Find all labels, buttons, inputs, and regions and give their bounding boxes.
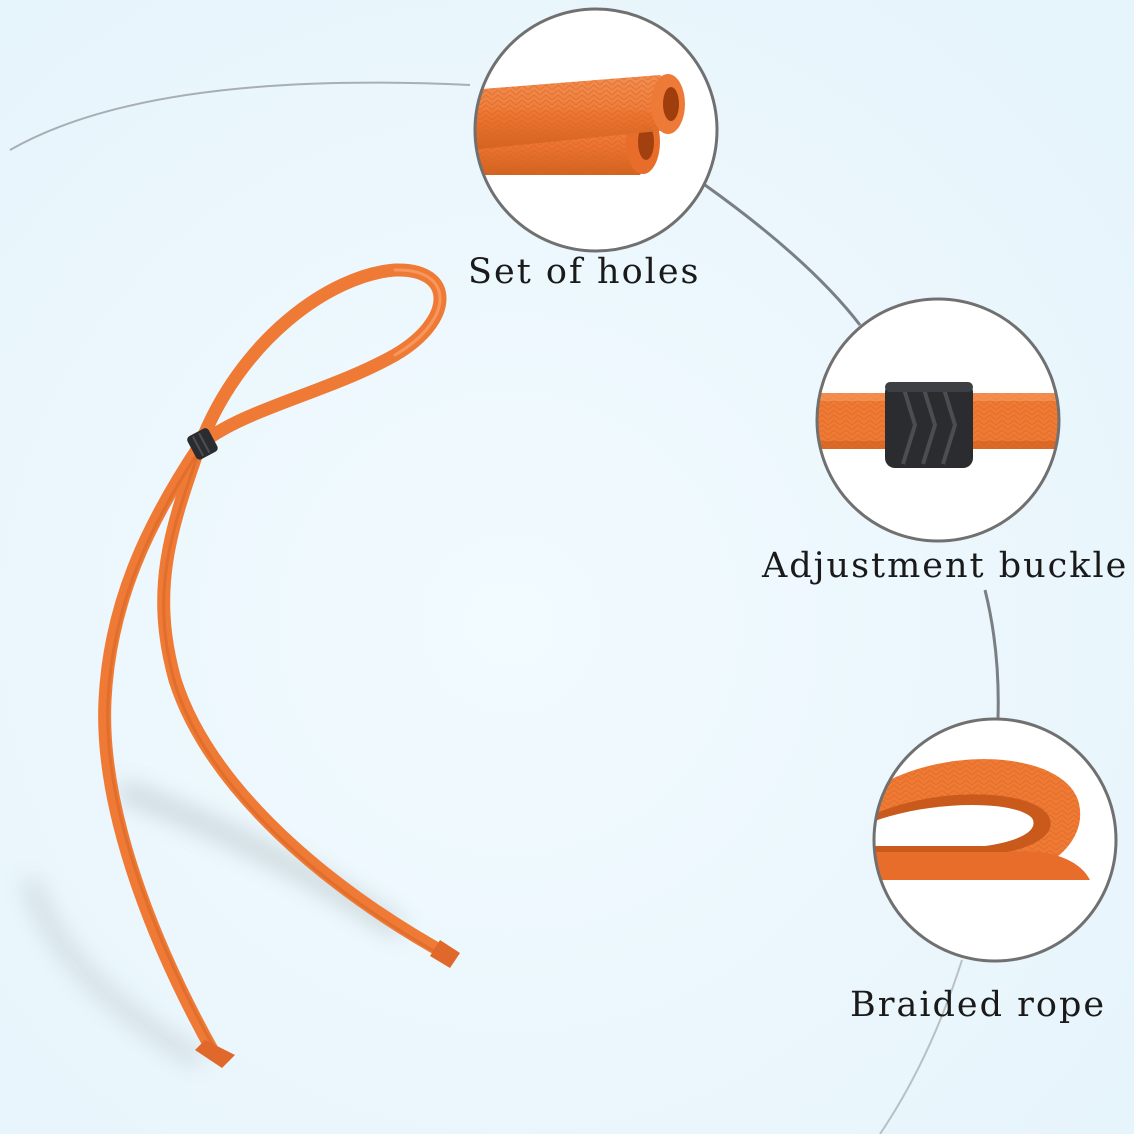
feature-label-adjustment-buckle: Adjustment buckle xyxy=(762,546,1129,586)
feature-label-set-of-holes: Set of holes xyxy=(468,252,701,292)
connector-arc-1 xyxy=(704,183,862,326)
buckle-icon xyxy=(885,382,973,468)
detail-ring xyxy=(872,717,1118,963)
cord-tip-right xyxy=(430,940,460,968)
detail-adjustment-buckle xyxy=(815,297,1061,543)
connector-arc-end xyxy=(879,959,963,1134)
feature-label-braided-rope: Braided rope xyxy=(850,985,1107,1025)
connector-arc-start xyxy=(9,81,471,151)
eyeglass-cord xyxy=(98,263,455,1062)
detail-braided-rope xyxy=(872,717,1118,963)
cord-tip-left xyxy=(195,1040,235,1068)
detail-set-of-holes xyxy=(473,7,719,253)
cord-buckle xyxy=(187,428,218,460)
connector-arc-2 xyxy=(983,589,1000,719)
detail-ring xyxy=(815,297,1061,543)
detail-ring xyxy=(473,7,719,253)
